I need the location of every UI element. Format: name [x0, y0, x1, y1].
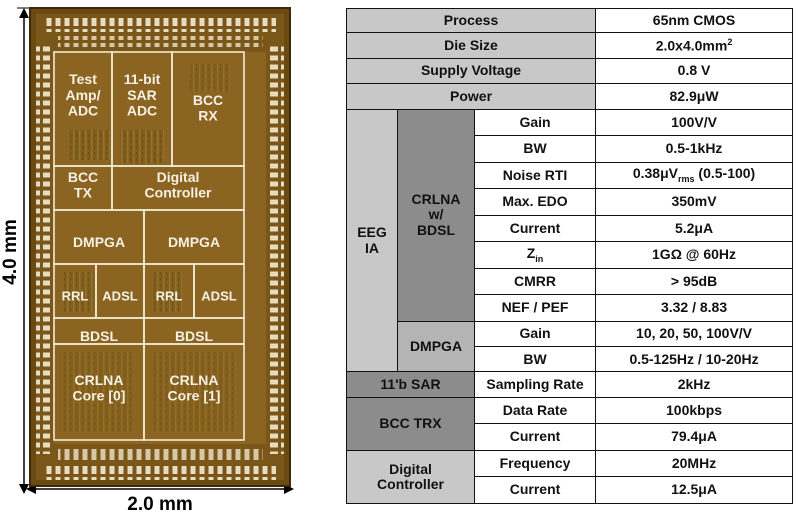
label-process: Process	[345, 7, 597, 34]
value-bcc-current: 79.4μA	[595, 423, 794, 451]
specification-table: Process 65nm CMOS Die Size 2.0x4.0mm2 Su…	[345, 7, 794, 505]
value-crlna-gain: 100V/V	[595, 108, 794, 137]
param-bcc-rate: Data Rate	[473, 396, 597, 425]
row-bcc-current: Current 79.4μA	[347, 423, 794, 451]
block-dmpga-right: DMPGA	[168, 234, 220, 250]
pad-ring-bottom	[44, 466, 276, 480]
value-crlna-cmrr: > 95dB	[595, 267, 794, 296]
row-process: Process 65nm CMOS	[345, 7, 794, 34]
param-crlna-noise: Noise RTI	[473, 161, 597, 190]
value-crlna-nef: 3.32 / 8.83	[595, 294, 794, 322]
block-bdsl-right: BDSL	[175, 328, 214, 344]
param-crlna-zin: Zin	[473, 241, 597, 269]
zin-sub: in	[535, 253, 544, 264]
row-supply: Supply Voltage 0.8 V	[345, 57, 794, 85]
height-label: 4.0 mm	[0, 219, 21, 284]
block-bdsl-left: BDSL	[80, 328, 119, 344]
value-digital-freq: 20MHz	[595, 449, 794, 478]
param-bcc-current: Current	[473, 423, 597, 451]
block-adsl-right: ADSL	[201, 289, 236, 304]
value-crlna-edo: 350mV	[595, 188, 794, 216]
param-crlna-bw: BW	[473, 135, 597, 163]
row-dmpga-bw: BW 0.5-125Hz / 10-20Hz	[347, 345, 794, 373]
row-crlna-zin: Zin 1GΩ @ 60Hz	[347, 241, 794, 269]
value-crlna-bw: 0.5-1kHz	[595, 135, 794, 163]
block-rrl-right: RRL	[156, 289, 183, 304]
param-crlna-nef: NEF / PEF	[473, 294, 597, 322]
pad-ring-right	[270, 44, 284, 454]
row-dmpga-gain: DMPGA Gain 10, 20, 50, 100V/V	[347, 320, 794, 373]
noise-range: (0.5-100)	[694, 165, 756, 182]
die-micrograph: 4.0 mm 2.0 mm	[0, 7, 294, 515]
row-crlna-noise: Noise RTI 0.38μVrms (0.5-100)	[347, 161, 794, 190]
value-dmpga-bw: 0.5-125Hz / 10-20Hz	[595, 345, 794, 373]
pad-ring-bottom-inner	[58, 449, 263, 460]
block-adsl-left: ADSL	[102, 289, 137, 304]
label-power: Power	[345, 83, 597, 110]
param-digital-freq: Frequency	[473, 449, 597, 478]
noise-value: 0.38μV	[632, 165, 678, 182]
param-dmpga-gain: Gain	[473, 320, 597, 348]
row-crlna-cmrr: CMRR > 95dB	[347, 267, 794, 296]
block-rrl-left: RRL	[62, 289, 89, 304]
width-label: 2.0 mm	[127, 494, 192, 515]
width-dimension: 2.0 mm	[26, 484, 294, 515]
row-crlna-bw: BW 0.5-1kHz	[347, 135, 794, 163]
value-sar: 2kHz	[595, 371, 794, 398]
value-crlna-noise: 0.38μVrms (0.5-100)	[595, 161, 794, 190]
value-supply: 0.8 V	[595, 57, 794, 85]
row-crlna-edo: Max. EDO 350mV	[347, 188, 794, 216]
row-sar: 11'b SAR Sampling Rate 2kHz	[346, 371, 794, 398]
value-dmpga-gain: 10, 20, 50, 100V/V	[595, 320, 794, 348]
noise-unit-sub: rms	[678, 173, 695, 184]
pad-ring-left	[36, 44, 50, 454]
row-digital-current: Current 12.5μA	[347, 476, 794, 504]
param-dmpga-bw: BW	[473, 345, 597, 373]
pad-ring-top	[44, 18, 276, 32]
value-process: 65nm CMOS	[595, 7, 794, 34]
value-die-size-sup: 2	[727, 36, 733, 47]
label-sar: 11'b SAR	[346, 371, 475, 398]
param-crlna-cmrr: CMRR	[473, 267, 597, 296]
value-digital-current: 12.5μA	[595, 476, 794, 504]
label-bcc: BCC TRX	[346, 396, 475, 451]
value-crlna-current: 5.2μA	[595, 214, 794, 243]
param-crlna-gain: Gain	[473, 108, 597, 137]
param-crlna-current: Current	[473, 214, 597, 243]
label-die-size: Die Size	[345, 32, 597, 59]
value-crlna-zin: 1GΩ @ 60Hz	[595, 241, 794, 269]
height-dimension: 4.0 mm	[0, 7, 32, 494]
block-dmpga-left: DMPGA	[73, 234, 125, 250]
row-die-size: Die Size 2.0x4.0mm2	[345, 32, 794, 59]
row-power: Power 82.9μW	[345, 83, 794, 110]
label-supply: Supply Voltage	[345, 57, 597, 85]
row-crlna-current: Current 5.2μA	[347, 214, 794, 243]
param-sar: Sampling Rate	[473, 371, 597, 398]
label-dmpga: DMPGA	[397, 320, 475, 373]
row-crlna-nef: NEF / PEF 3.32 / 8.83	[347, 294, 794, 322]
zin-symbol: Z	[526, 244, 536, 261]
value-die-size-text: 2.0x4.0mm	[655, 37, 728, 54]
value-power: 82.9μW	[595, 83, 794, 110]
pad-ring-top-inner	[58, 36, 263, 47]
value-die-size: 2.0x4.0mm2	[595, 32, 794, 59]
param-digital-current: Current	[473, 476, 597, 504]
row-bcc-rate: BCC TRX Data Rate 100kbps	[346, 396, 794, 451]
param-crlna-edo: Max. EDO	[473, 188, 597, 216]
value-bcc-rate: 100kbps	[595, 396, 794, 425]
block-outlines	[53, 51, 245, 441]
